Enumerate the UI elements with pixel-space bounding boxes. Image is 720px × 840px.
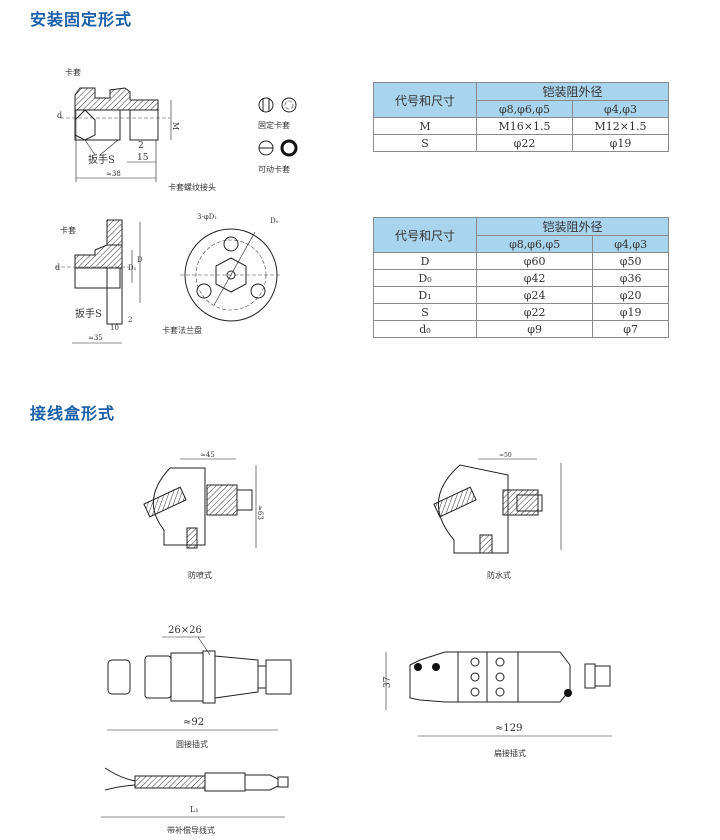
sub-header: φ8,φ6,φ5 — [476, 100, 573, 118]
thread-fitting-drawing: M 卡套 d 扳手S 2 15 ≈38 卡套螺纹接头 — [57, 67, 216, 192]
label-movable-ferrule: 可动卡套 — [258, 164, 290, 174]
dim-63: ≈63 — [256, 505, 264, 520]
dim-38: ≈38 — [106, 170, 121, 178]
round-plug-drawing: 26×26 ≈92 圆接插式 — [107, 625, 292, 749]
section-title-mounting: 安装固定形式 — [30, 10, 133, 29]
dim-d: d — [55, 263, 60, 272]
spray-proof-box-drawing: ≈45 ≈63 防喷式 — [143, 451, 264, 580]
dim-26x26: 26×26 — [168, 625, 202, 636]
cell: φ22 — [476, 134, 573, 152]
group-header: 铠装阻外径 — [476, 82, 669, 101]
dim-37: 37 — [383, 676, 393, 688]
caption-thread-fitting: 卡套螺纹接头 — [168, 182, 216, 192]
dim-92: ≈92 — [183, 717, 204, 728]
dim-d: d — [57, 111, 62, 120]
dim-10: 10 — [110, 324, 119, 332]
sub-header: φ4,φ3 — [572, 100, 669, 118]
dim-50: ≈50 — [499, 452, 512, 459]
dim-45: ≈45 — [200, 451, 215, 459]
cell: φ7 — [592, 320, 669, 338]
caption-flat-plug: 扁接插式 — [494, 748, 526, 758]
dim-2: 2 — [138, 141, 144, 151]
label-fixed-ferrule: 固定卡套 — [258, 120, 290, 130]
cable-drawing: L₁ 带补偿导线式 — [101, 767, 289, 835]
cell: M16×1.5 — [476, 117, 573, 135]
dim-129: ≈129 — [495, 723, 522, 734]
ferrule-types-drawing: 固定卡套 可动卡套 — [258, 97, 298, 174]
dim-d0: D₀ — [270, 217, 279, 225]
section-title-junction-box: 接线盒形式 — [30, 404, 116, 423]
flat-plug-drawing: 37 ≈129 扁接插式 — [383, 651, 612, 758]
cell: φ9 — [475, 320, 594, 338]
dim-2: 2 — [128, 316, 132, 324]
label-wrench: 扳手S — [88, 153, 115, 166]
label-ferrule: 卡套 — [60, 225, 76, 235]
dim-l1: L₁ — [190, 805, 199, 814]
flange-drawing: 卡套 d D₁ D 扳手S 10 2 ≈35 3-φD₁ D₀ 卡套法兰盘 — [55, 213, 282, 344]
caption-compensating-cable: 带补偿导线式 — [167, 825, 215, 835]
dim-35: ≈35 — [88, 334, 103, 342]
caption-round-plug: 圆接插式 — [176, 739, 208, 749]
waterproof-box-drawing: ≈50 防水式 — [433, 452, 562, 580]
label-holes: 3-φD₁ — [197, 213, 217, 221]
dim-15: 15 — [137, 153, 149, 163]
dim-m: M — [171, 122, 180, 130]
label-wrench: 扳手S — [75, 307, 102, 320]
col-header: 代号和尺寸 — [373, 82, 477, 118]
sub-header: φ4,φ3 — [592, 235, 669, 253]
label-ferrule: 卡套 — [65, 67, 81, 77]
dim-D: D — [137, 256, 143, 264]
caption-waterproof: 防水式 — [487, 570, 511, 580]
cell: φ19 — [592, 303, 669, 321]
caption-spray-proof: 防喷式 — [188, 570, 212, 580]
dim-d1: D₁ — [128, 264, 137, 272]
caption-flange: 卡套法兰盘 — [162, 325, 202, 335]
cell: φ19 — [572, 134, 669, 152]
